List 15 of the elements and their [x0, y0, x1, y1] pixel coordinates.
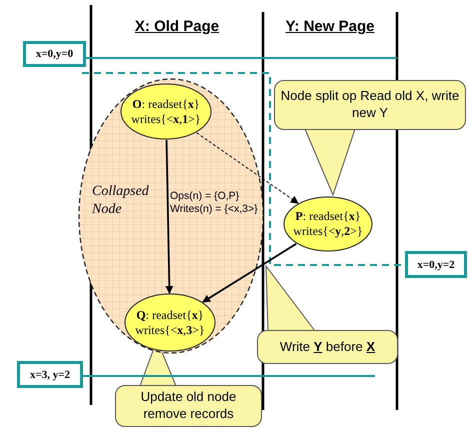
operation-ellipse: O: readset{x} writes{<x,1>}: [120, 83, 212, 140]
arrow: [196, 132, 299, 204]
column-heading: Y: New Page: [286, 18, 374, 35]
operation-ellipse: P: readset{x} writes{<y,2>}: [283, 196, 373, 252]
coordinate-box: x=0,y=0: [23, 41, 86, 67]
collapsed-node-ellipse: [78, 78, 264, 354]
arrow: [165, 140, 174, 294]
coordinate-box: x=0,y=2: [405, 251, 467, 278]
coordinate-box: x=3, y=2: [17, 361, 83, 388]
annotation-text: Ops(n) = {O,P} Writes(n) = {<x,3>}: [170, 190, 259, 216]
group-label: Collapsed Node: [92, 183, 150, 218]
operation-ellipse: Q: readset{x} writes{<x,3>}: [124, 293, 216, 352]
arrow: [202, 243, 297, 303]
callout-bubble: Write Y before X: [257, 330, 398, 364]
column-heading: X: Old Page: [134, 18, 220, 35]
